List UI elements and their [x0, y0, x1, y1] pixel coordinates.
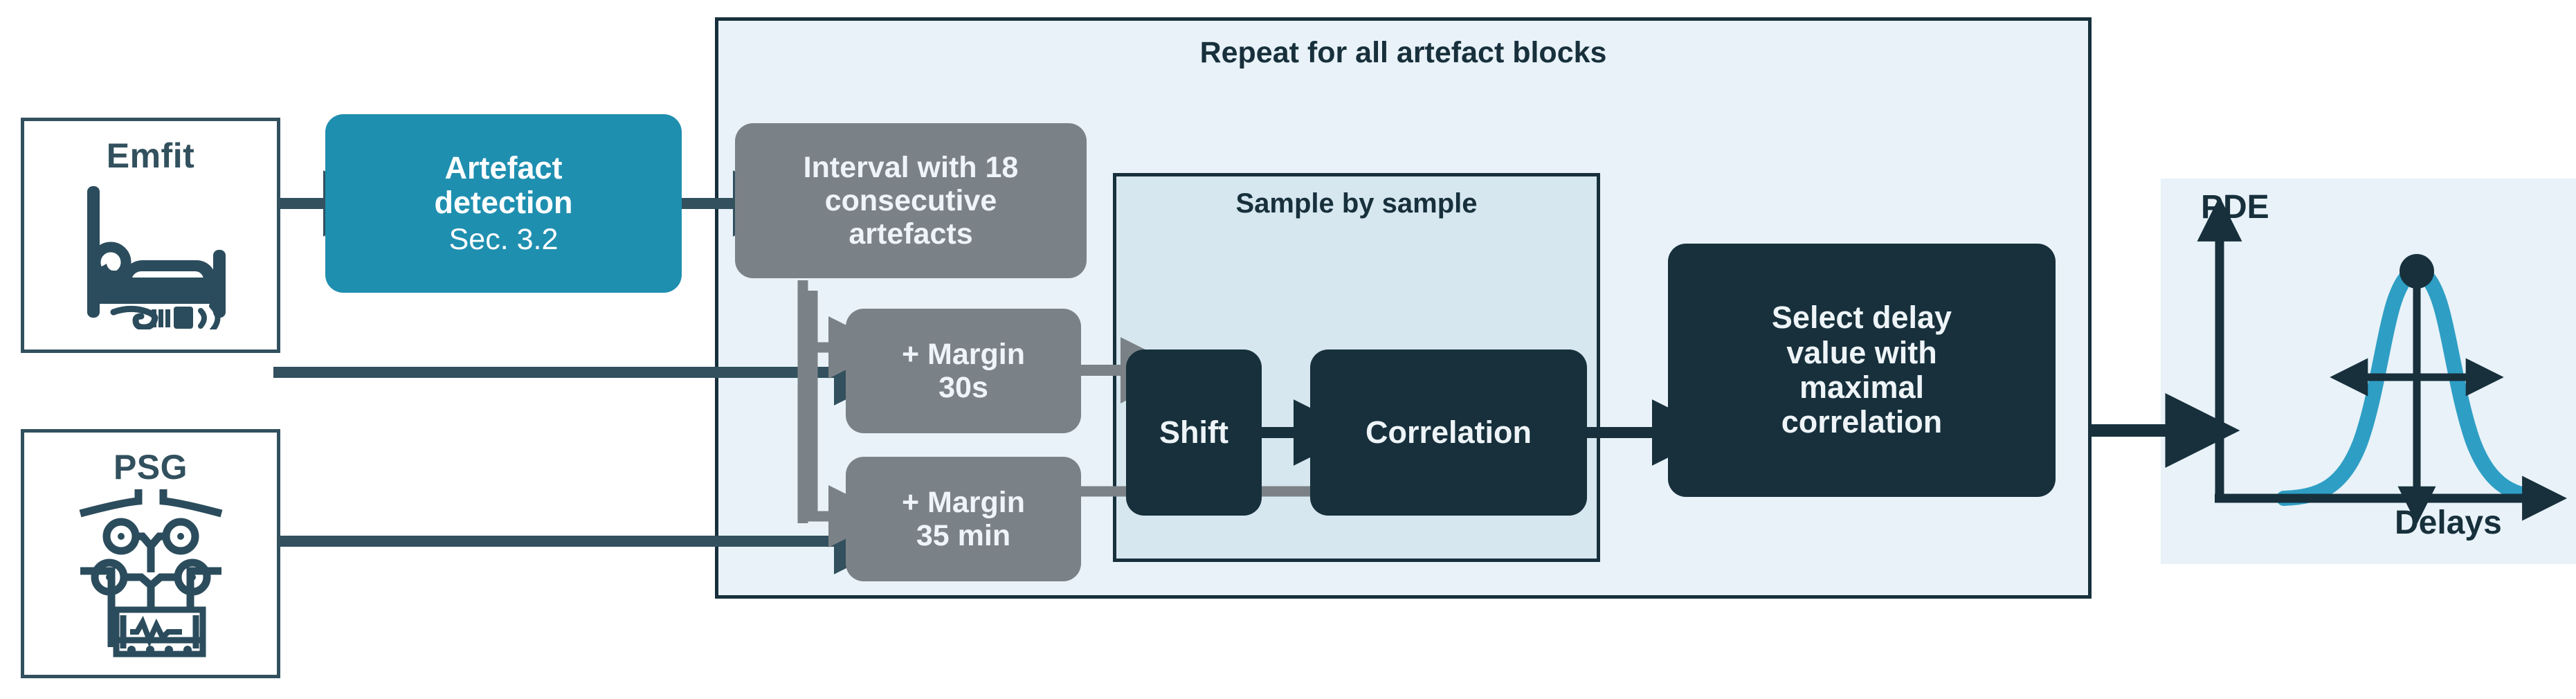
- artefact-detection-subtitle: Sec. 3.2: [448, 223, 559, 257]
- artefact-detection-title-line2: detection: [434, 184, 573, 220]
- source-card-psg: PSG: [21, 429, 280, 678]
- interval-with-artefacts-box[interactable]: Interval with 18 consecutive artefacts: [735, 123, 1087, 278]
- eeg-electrodes-icon: [79, 489, 222, 657]
- psg-label: PSG: [113, 448, 188, 487]
- repeat-container-title: Repeat for all artefact blocks: [1199, 36, 1607, 69]
- select-delay-line1: Select delay: [1771, 300, 1952, 336]
- margin-30s-box[interactable]: + Margin 30s: [846, 309, 1081, 433]
- select-delay-line3: maximal: [1799, 370, 1925, 405]
- sample-by-sample-title: Sample by sample: [1235, 188, 1478, 219]
- pde-result-panel: [2161, 179, 2576, 564]
- interval-line2: consecutive: [824, 183, 997, 217]
- select-delay-line2: value with: [1786, 334, 1937, 370]
- shift-label: Shift: [1159, 414, 1228, 450]
- pde-axis-label-x: Delays: [2395, 505, 2502, 541]
- shift-box[interactable]: Shift: [1126, 350, 1262, 516]
- bed-with-sensor-icon: [87, 186, 226, 329]
- margin-35min-line2: 35 min: [916, 519, 1011, 552]
- source-card-emfit: Emfit: [21, 118, 280, 353]
- margin-30s-line2: 30s: [938, 371, 988, 404]
- emfit-label: Emfit: [106, 136, 195, 175]
- margin-35min-line1: + Margin: [901, 485, 1025, 519]
- interval-line3: artefacts: [849, 217, 973, 251]
- correlation-box[interactable]: Correlation: [1310, 350, 1587, 516]
- interval-line1: Interval with 18: [803, 150, 1019, 184]
- select-delay-box[interactable]: Select delay value with maximal correlat…: [1668, 244, 2056, 497]
- artefact-detection-box[interactable]: Artefact detection Sec. 3.2: [325, 114, 682, 293]
- artefact-detection-title-line1: Artefact: [444, 149, 563, 185]
- select-delay-line4: correlation: [1781, 404, 1943, 440]
- margin-35min-box[interactable]: + Margin 35 min: [846, 457, 1081, 581]
- pde-axis-label-y: PDE: [2201, 189, 2269, 226]
- margin-30s-line1: + Margin: [901, 337, 1025, 371]
- correlation-label: Correlation: [1365, 414, 1532, 450]
